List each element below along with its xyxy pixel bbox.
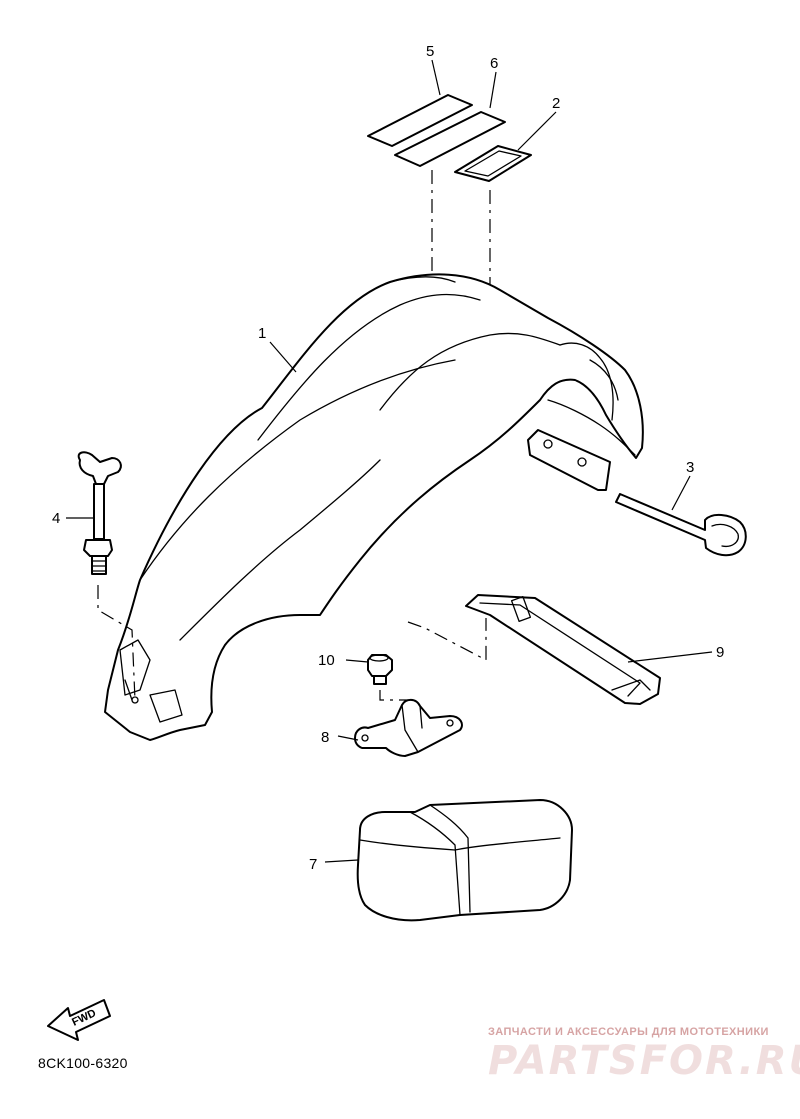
alignment-line-4 bbox=[97, 585, 136, 701]
diagram-code: 8CK100-6320 bbox=[38, 1055, 128, 1071]
decal-6 bbox=[394, 111, 506, 167]
fwd-arrow: FWD bbox=[47, 999, 111, 1041]
bracket-8 bbox=[354, 698, 463, 757]
rear-fender-1 bbox=[104, 273, 644, 741]
callout-7: 7 bbox=[309, 856, 317, 873]
leader-8 bbox=[337, 735, 359, 741]
leader-2 bbox=[517, 111, 557, 151]
callout-9: 9 bbox=[716, 644, 724, 661]
callout-2: 2 bbox=[552, 95, 560, 112]
decal-5 bbox=[367, 94, 473, 147]
leader-10 bbox=[345, 659, 369, 663]
battery-strap-9 bbox=[465, 594, 661, 705]
leader-1 bbox=[269, 341, 297, 373]
nut-10 bbox=[367, 654, 393, 685]
hook-rod-3 bbox=[615, 493, 747, 557]
callout-1: 1 bbox=[258, 325, 266, 342]
callout-8: 8 bbox=[321, 729, 329, 746]
callout-4: 4 bbox=[52, 510, 60, 527]
watermark-logo: PARTSFOR.RU bbox=[488, 1038, 800, 1084]
watermark-subtitle: ЗАПЧАСТИ И АКСЕССУАРЫ ДЛЯ МОТОТЕХНИКИ bbox=[488, 1026, 769, 1038]
callout-3: 3 bbox=[686, 459, 694, 476]
leader-7 bbox=[324, 859, 359, 863]
leader-5 bbox=[431, 59, 441, 96]
callout-5: 5 bbox=[426, 43, 434, 60]
battery-box-7 bbox=[356, 799, 573, 922]
callout-10: 10 bbox=[318, 652, 335, 669]
alignment-line-9 bbox=[407, 618, 487, 661]
leader-3 bbox=[671, 475, 691, 511]
leader-9 bbox=[627, 651, 713, 663]
emblem-2 bbox=[454, 145, 532, 182]
leader-6 bbox=[489, 71, 497, 109]
callout-6: 6 bbox=[490, 55, 498, 72]
wing-bolt-4 bbox=[77, 451, 122, 575]
